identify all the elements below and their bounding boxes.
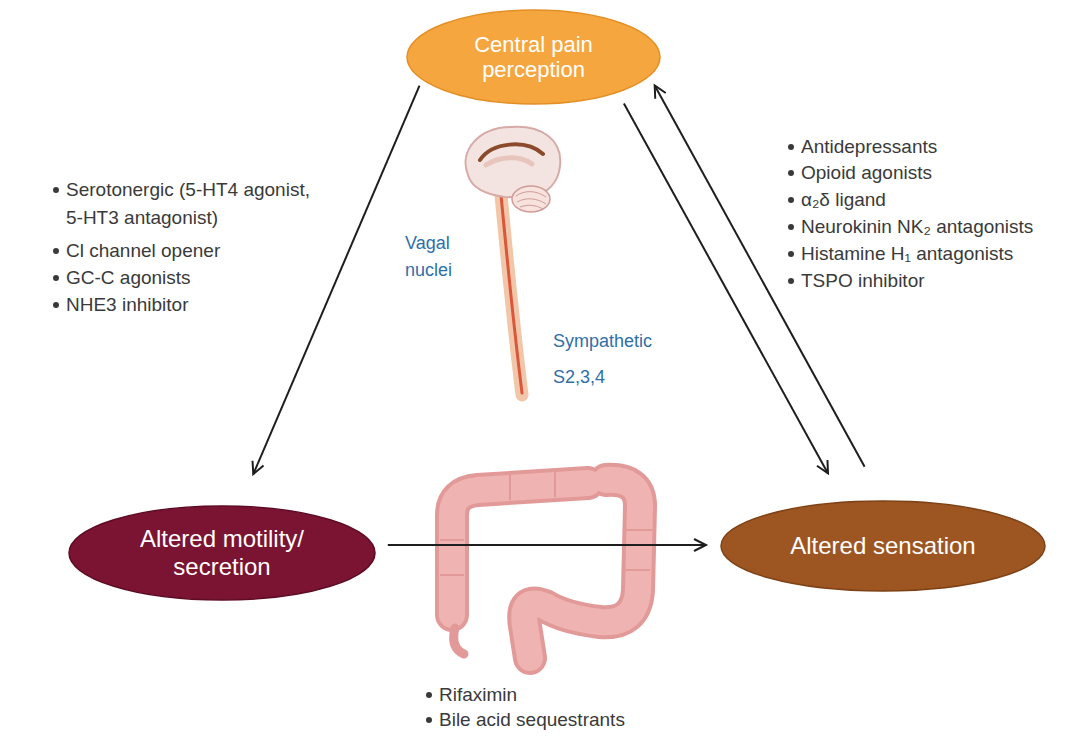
ellipse-fill: [69, 506, 375, 600]
bullet-item: Rifaximin: [425, 682, 725, 708]
drug-class-text: GC-C agonists: [66, 264, 352, 292]
bullet-dot: [788, 144, 794, 150]
drug-class-text: Cl channel opener: [66, 237, 352, 265]
anatomy-label: Vagal nuclei: [405, 230, 477, 284]
arrow-connector: [624, 103, 828, 473]
bullet-item: Histamine H₁ antagonists: [787, 241, 1072, 267]
bullet-item: Cl channel opener: [52, 237, 352, 265]
bullet-dot: [53, 248, 59, 254]
drug-class-text: Opioid agonists: [801, 160, 1072, 186]
bullet-dot: [426, 692, 432, 698]
bullet-item: Bile acid sequestrants: [425, 707, 725, 733]
bullet-item: Antidepressants: [787, 134, 1072, 160]
drug-class-text: Histamine H₁ antagonists: [801, 241, 1072, 267]
orange-ellipse: Central pain perception: [406, 9, 661, 105]
arrow-connector: [253, 86, 419, 474]
bullet-dot: [788, 197, 794, 203]
bullet-item: Opioid agonists: [787, 160, 1072, 186]
bullet-dot: [788, 170, 794, 176]
bullet-dot: [53, 187, 59, 193]
drug-class-text: Neurokinin NK₂ antagonists: [801, 214, 1072, 240]
maroon-ellipse: Altered motility/ secretion: [68, 505, 376, 601]
bullet-item: NHE3 inhibitor: [52, 291, 352, 319]
brain-inner: [486, 158, 532, 165]
bullet-item: α₂δ ligand: [787, 187, 1072, 213]
colon-body: [524, 480, 640, 658]
anatomy-text: Vagal nuclei: [405, 230, 477, 284]
node-text-group: Altered motility/ secretion: [115, 525, 330, 580]
brain-outline: [466, 127, 561, 198]
spinal-cord: [500, 185, 522, 395]
bullet-item: TSPO inhibitor: [787, 268, 1072, 294]
colon-haustra: [440, 472, 652, 575]
bullet-item: Serotonergic (5-HT4 agonist, 5-HT3 antag…: [52, 176, 321, 232]
ellipse-fill: [721, 501, 1045, 591]
colon-outline: [524, 480, 640, 658]
colon-illustration: [440, 472, 652, 658]
drug-class-text: TSPO inhibitor: [801, 268, 1072, 294]
bullet-dot: [788, 251, 794, 257]
spinal-cord-core: [500, 185, 522, 393]
colon-body: [452, 483, 588, 615]
drug-class-text: Bile acid sequestrants: [439, 707, 725, 733]
brain-illustration: [466, 127, 561, 395]
brown-ellipse: Altered sensation: [720, 500, 1046, 592]
drug-class-text: α₂δ ligand: [801, 187, 1072, 213]
appendix: [454, 628, 464, 654]
node-label: Altered motility/ secretion: [115, 525, 330, 580]
drug-class-text: Serotonergic (5-HT4 agonist, 5-HT3 antag…: [66, 176, 321, 232]
node-label: Altered sensation: [790, 532, 975, 560]
bullet-item: GC-C agonists: [52, 264, 352, 292]
cerebellum: [512, 186, 550, 212]
drug-class-text: NHE3 inhibitor: [66, 291, 352, 319]
bullet-dot: [53, 275, 59, 281]
bullet-dot: [426, 717, 432, 723]
bullet-dot: [788, 224, 794, 230]
node-text-group: Central pain perception: [454, 32, 614, 83]
bullet-dot: [53, 302, 59, 308]
bullet-dot: [788, 278, 794, 284]
bullet-item: Neurokinin NK₂ antagonists: [787, 214, 1072, 240]
ellipse-fill: [407, 10, 660, 104]
drug-class-text: Rifaximin: [439, 682, 725, 708]
node-text-group: Altered sensation: [790, 532, 975, 560]
node-label: Central pain perception: [454, 32, 614, 83]
arrow-connector: [388, 544, 706, 546]
anatomy-label: Sympathetic: [553, 328, 693, 355]
cerebellum-folds: [516, 192, 546, 209]
anatomy-text: S2,3,4: [553, 364, 673, 391]
anatomy-label: S2,3,4: [553, 364, 673, 391]
anatomy-text: Sympathetic: [553, 328, 693, 355]
drug-class-text: Antidepressants: [801, 134, 1072, 160]
